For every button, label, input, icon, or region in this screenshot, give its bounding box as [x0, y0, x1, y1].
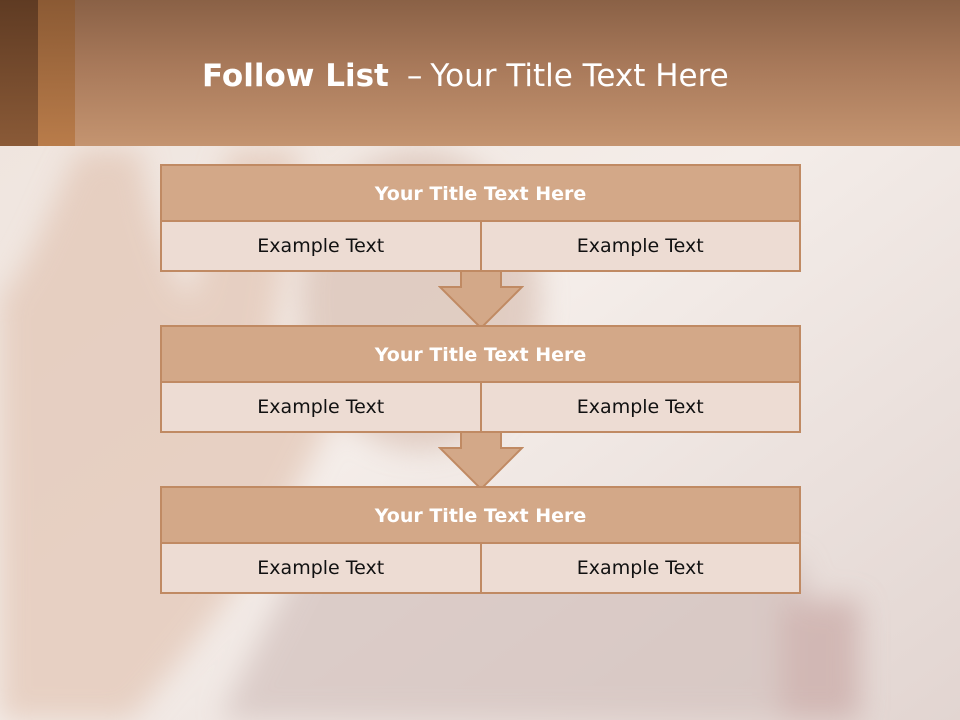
- slide-title-rest: Your Title Text Here: [430, 58, 729, 94]
- down-arrow-icon: [438, 431, 524, 491]
- down-arrow-icon: [438, 270, 524, 330]
- block-row: Example Text Example Text: [162, 222, 799, 270]
- block-title: Your Title Text Here: [162, 327, 799, 383]
- block-title: Your Title Text Here: [162, 488, 799, 544]
- list-block-3: Your Title Text Here Example Text Exampl…: [160, 486, 801, 594]
- header-accent-light: [38, 0, 75, 146]
- block-cell-left: Example Text: [257, 235, 385, 257]
- block-row: Example Text Example Text: [162, 544, 799, 592]
- header-accent-dark: [0, 0, 38, 146]
- block-row: Example Text Example Text: [162, 383, 799, 431]
- block-cell-left: Example Text: [257, 557, 385, 579]
- title-bar: [0, 0, 960, 146]
- slide-title: Follow List–Your Title Text Here: [202, 54, 729, 98]
- slide-title-bold: Follow List: [202, 58, 389, 94]
- block-cell-right: Example Text: [479, 383, 800, 431]
- list-block-1: Your Title Text Here Example Text Exampl…: [160, 164, 801, 272]
- slide-title-separator: –: [406, 58, 423, 94]
- block-cell-right: Example Text: [479, 222, 800, 270]
- block-cell-right: Example Text: [479, 544, 800, 592]
- block-title: Your Title Text Here: [162, 166, 799, 222]
- block-cell-left: Example Text: [257, 396, 385, 418]
- list-block-2: Your Title Text Here Example Text Exampl…: [160, 325, 801, 433]
